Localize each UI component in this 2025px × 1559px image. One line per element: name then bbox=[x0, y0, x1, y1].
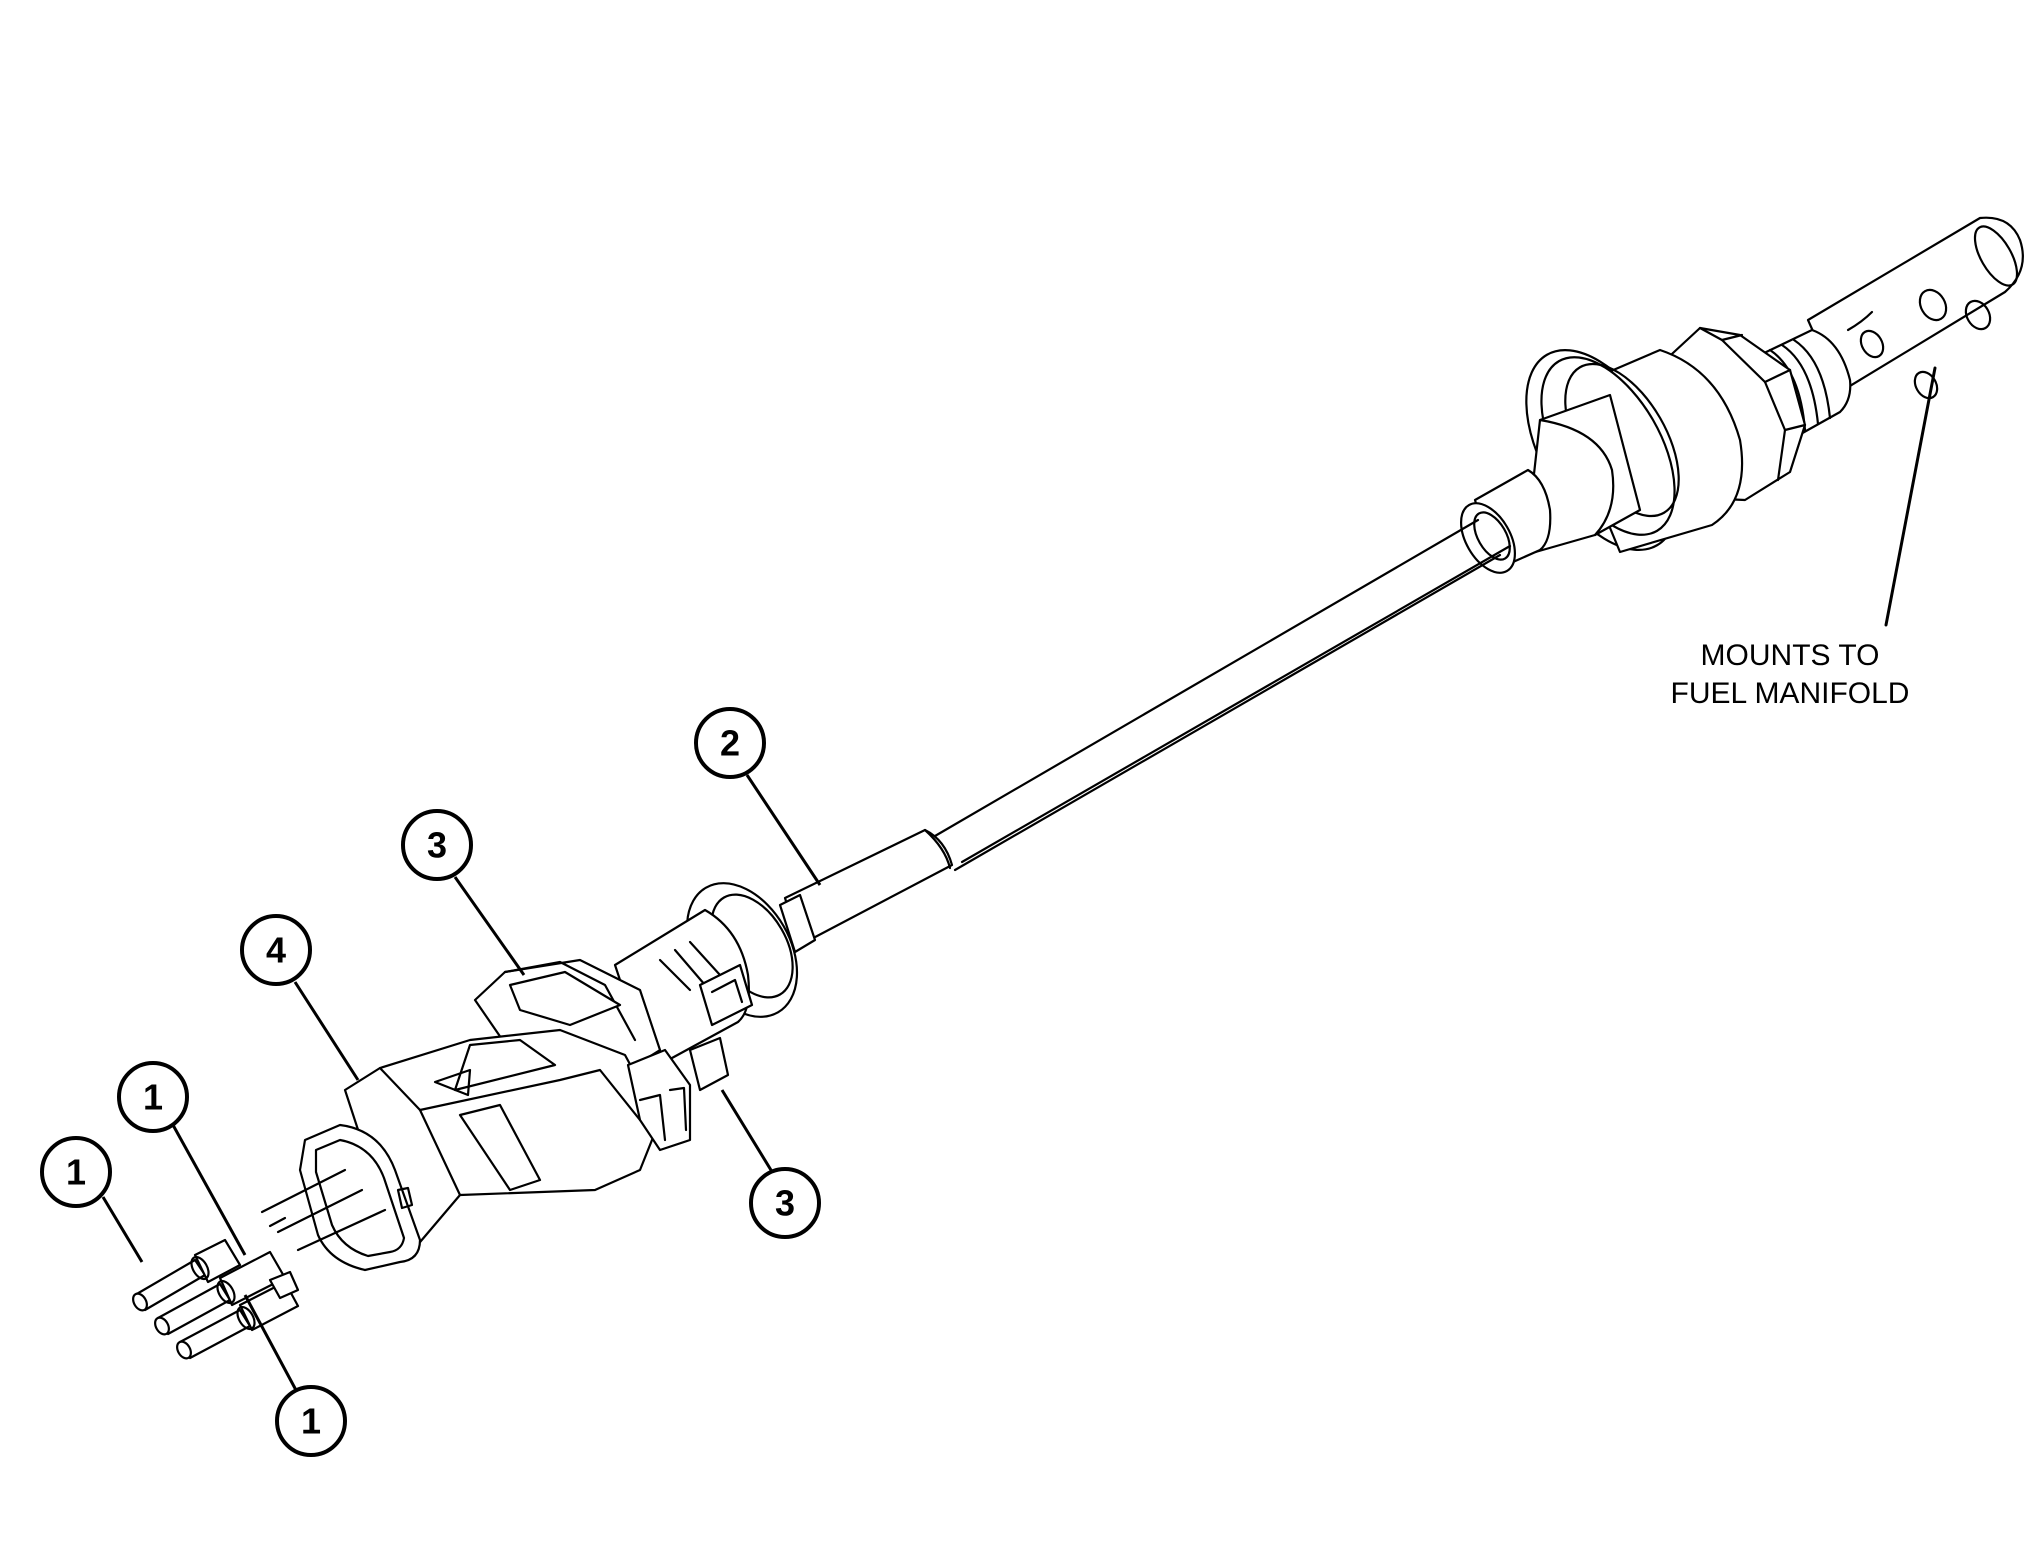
mounting-note: MOUNTS TO FUEL MANIFOLD bbox=[1671, 639, 1910, 710]
sensor-cable bbox=[778, 518, 1512, 954]
balloon-item-4: 4 bbox=[240, 914, 312, 986]
balloon-label: 4 bbox=[266, 930, 286, 971]
balloon-label: 3 bbox=[427, 825, 447, 866]
balloon-item-1-b: 1 bbox=[117, 1061, 189, 1133]
balloon-label: 3 bbox=[775, 1183, 795, 1224]
balloon-item-3-b: 3 bbox=[749, 1167, 821, 1239]
balloon-item-1-a: 1 bbox=[40, 1136, 112, 1208]
leader-lines bbox=[101, 366, 1937, 1393]
terminal-pins bbox=[132, 1168, 387, 1360]
balloon-label: 1 bbox=[66, 1152, 86, 1193]
balloon-item-2: 2 bbox=[694, 707, 766, 779]
note-line-2: FUEL MANIFOLD bbox=[1671, 677, 1910, 710]
balloon-item-1-c: 1 bbox=[275, 1385, 347, 1457]
balloon-label: 2 bbox=[720, 723, 740, 764]
balloon-label: 1 bbox=[301, 1401, 321, 1442]
connector-body bbox=[298, 958, 730, 1272]
balloon-item-3-a: 3 bbox=[401, 809, 473, 881]
sensor-probe bbox=[1459, 216, 2024, 574]
note-line-1: MOUNTS TO bbox=[1701, 639, 1880, 672]
balloon-label: 1 bbox=[143, 1077, 163, 1118]
